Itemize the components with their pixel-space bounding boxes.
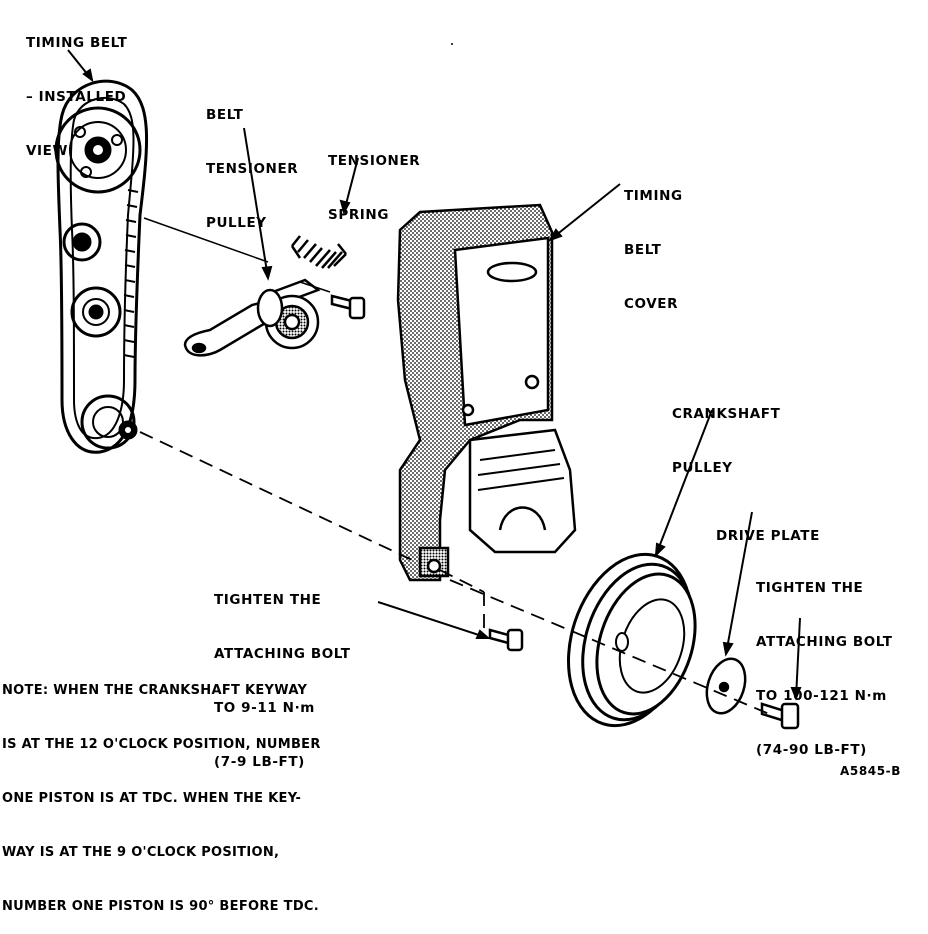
label-line: DRIVE PLATE: [716, 528, 820, 544]
label-line: – INSTALLED: [26, 89, 127, 105]
label-line: BELT: [206, 107, 244, 123]
label-line: VIEW: [26, 143, 68, 159]
label-line: ATTACHING BOLT: [214, 646, 351, 662]
note-line: WAY IS AT THE 9 O'CLOCK POSITION,: [2, 845, 280, 860]
leader-lines: [67, 49, 802, 701]
crankshaft-bolt: [760, 702, 800, 730]
note-line: ONE PISTON IS AT TDC. WHEN THE KEY-: [2, 791, 302, 806]
note-line: IS AT THE 12 O'CLOCK POSITION, NUMBER: [2, 737, 321, 752]
note-keyway-position: NOTE: WHEN THE CRANKSHAFT KEYWAY IS AT T…: [2, 646, 321, 934]
tensioner-bolt: [330, 294, 366, 320]
crankshaft-sprocket: [80, 394, 136, 450]
tensioner-spring: [290, 235, 347, 269]
note-line: NOTE: WHEN THE CRANKSHAFT KEYWAY: [2, 683, 308, 698]
label-line: TENSIONER: [328, 153, 421, 169]
belt-tensioner-pulley: [183, 278, 321, 357]
label-drive-plate: DRIVE PLATE: [716, 491, 820, 563]
label-line: PULLEY: [206, 215, 267, 231]
label-line: ATTACHING BOLT: [756, 634, 893, 650]
label-line: TENSIONER: [206, 161, 299, 177]
label-line: TO 9-11 N·m: [214, 700, 315, 716]
idler-pulley: [62, 222, 102, 262]
reference-lines: [143, 217, 331, 293]
figure-id-text: A5845-B: [840, 764, 902, 778]
belt-teeth: [123, 189, 139, 358]
label-line: BELT: [624, 242, 662, 258]
label-line: TIGHTEN THE: [214, 592, 322, 608]
cover-oval-emblem: [486, 261, 538, 283]
label-belt-tensioner-pulley: BELT TENSIONER PULLEY: [206, 70, 298, 250]
label-line: TIMING BELT: [26, 35, 128, 51]
label-line: TIGHTEN THE: [756, 580, 864, 596]
label-line: TIMING: [624, 188, 683, 204]
label-line: SPRING: [328, 207, 390, 223]
drive-plate: [705, 657, 747, 715]
label-line: PULLEY: [672, 460, 733, 476]
timing-belt-cover: [396, 203, 577, 582]
timing-belt-installed-view: [54, 79, 148, 454]
figure-id: A5845-B: [840, 726, 901, 798]
note-line: NUMBER ONE PISTON IS 90° BEFORE TDC.: [2, 899, 320, 914]
timing-belt-diagram: [54, 43, 802, 730]
label-line: CRANKSHAFT: [672, 406, 781, 422]
camshaft-sprocket: [54, 106, 142, 194]
tensioner-pulley-installed: [70, 286, 122, 338]
label-line: COVER: [624, 296, 679, 312]
label-line: TO 100-121 N·m: [756, 688, 887, 704]
alignment-lines: [139, 431, 775, 717]
label-crankshaft-pulley: CRANKSHAFT PULLEY: [672, 369, 780, 495]
crankshaft-pulley: [566, 552, 697, 728]
label-timing-belt-installed-view: TIMING BELT – INSTALLED VIEW: [26, 0, 127, 178]
label-tensioner-spring: TENSIONER SPRING: [328, 116, 420, 242]
cover-bolt: [488, 628, 524, 652]
label-tighten-crank-bolt: TIGHTEN THE ATTACHING BOLT TO 100-121 N·…: [756, 543, 893, 777]
label-timing-belt-cover: TIMING BELT COVER: [624, 151, 683, 331]
